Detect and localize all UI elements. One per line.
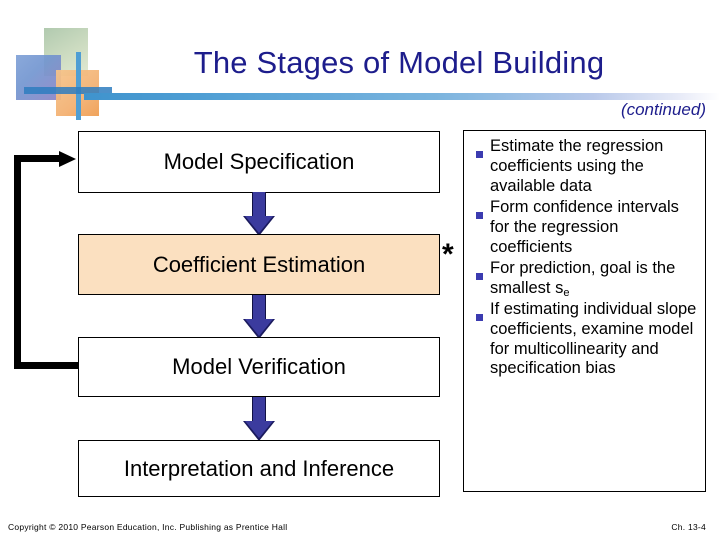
feedback-loop-top-segment [14, 155, 62, 162]
flow-box-label: Model Specification [163, 149, 355, 174]
decorative-logo [14, 28, 114, 120]
arrow-shaft [252, 295, 266, 321]
copyright-notice: Copyright © 2010 Pearson Education, Inc.… [8, 522, 288, 532]
arrow-head-fill [245, 421, 273, 438]
asterisk-marker: * [442, 238, 454, 271]
list-item-label: Form confidence intervals for the regres… [490, 197, 679, 256]
logo-vertical-bar [76, 52, 81, 120]
flow-box-interpretation-and-inference[interactable]: Interpretation and Inference [78, 440, 440, 497]
logo-horizontal-bar [24, 87, 112, 94]
list-item-text: For prediction, goal is the smallest s [490, 258, 676, 297]
flow-box-model-verification[interactable]: Model Verification [78, 337, 440, 397]
square-bullet-icon [468, 198, 490, 224]
down-arrow-icon-3 [243, 397, 275, 441]
slide-title: The Stages of Model Building [193, 45, 605, 80]
list-item-subscript: e [563, 286, 570, 299]
list-item: Form confidence intervals for the regres… [468, 198, 699, 258]
page-number: Ch. 13-4 [671, 522, 706, 532]
slide-subtitle: (continued) [620, 100, 706, 119]
arrow-shaft [252, 397, 266, 423]
feedback-loop-left-segment [14, 155, 21, 369]
feedback-loop-bottom-segment [14, 362, 80, 369]
list-item: For prediction, goal is the smallest se [468, 259, 699, 299]
square-bullet-icon [468, 300, 490, 326]
flow-box-label: Interpretation and Inference [123, 455, 395, 481]
arrow-shaft [252, 192, 266, 218]
arrow-head-fill [245, 216, 273, 233]
list-item: If estimating individual slope coefficie… [468, 300, 699, 380]
list-item-label: Estimate the regression coefficients usi… [490, 137, 664, 195]
flow-box-coefficient-estimation[interactable]: Coefficient Estimation [78, 234, 440, 295]
flow-box-model-specification[interactable]: Model Specification [78, 131, 440, 193]
down-arrow-icon-1 [243, 192, 275, 236]
flow-box-label: Model Verification [172, 354, 346, 379]
list-item-label: If estimating individual slope coefficie… [490, 299, 697, 378]
list-item-label: For prediction, goal is the smallest se [490, 259, 699, 299]
down-arrow-icon-2 [243, 295, 275, 339]
arrow-head-fill [245, 319, 273, 336]
square-bullet-icon [468, 259, 490, 285]
details-panel: Estimate the regression coefficients usi… [463, 130, 706, 492]
flow-box-label: Coefficient Estimation [152, 251, 366, 277]
feedback-loop-arrowhead-icon [59, 151, 76, 167]
list-item: Estimate the regression coefficients usi… [468, 137, 699, 197]
square-bullet-icon [468, 137, 490, 163]
title-rule-divider [84, 93, 720, 100]
